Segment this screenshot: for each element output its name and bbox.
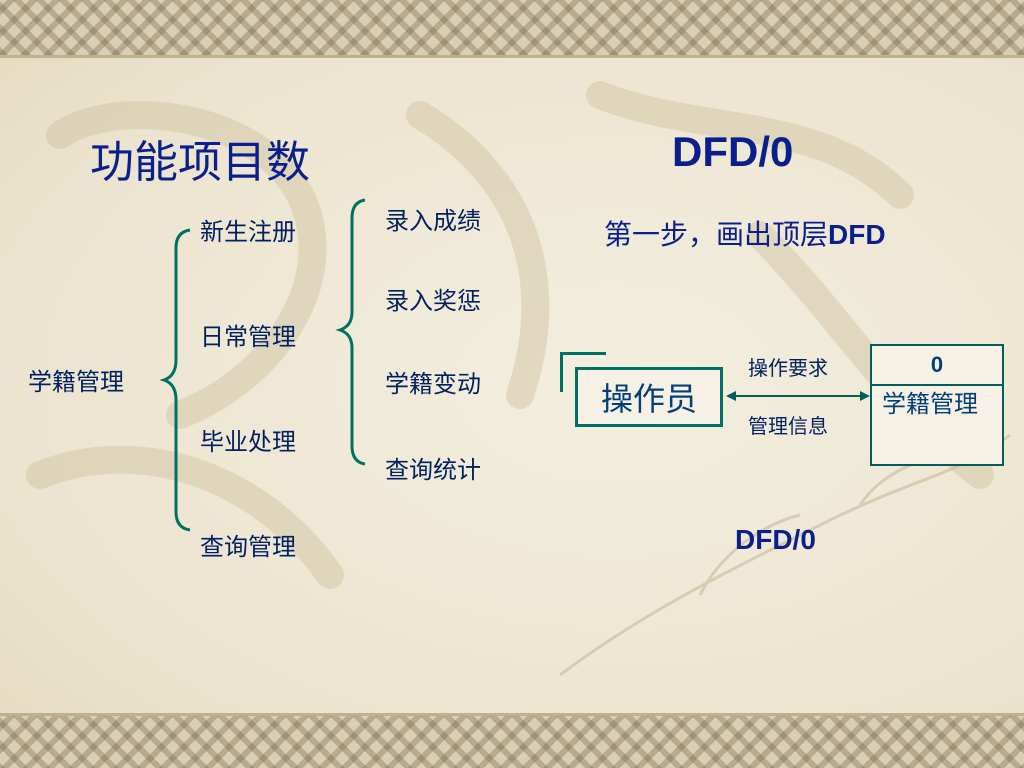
- subtitle-suffix: DFD: [828, 219, 886, 250]
- process-name: 学籍管理: [882, 390, 978, 418]
- decorative-border-bottom: [0, 713, 1024, 768]
- brace-level1: [159, 228, 191, 532]
- external-entity-shadow: [560, 352, 606, 392]
- tree-level2-item: 录入奖惩: [385, 287, 481, 315]
- process-box: 0 学籍管理: [870, 344, 1004, 466]
- diagram-caption: DFD/0: [735, 524, 816, 555]
- flow-arrowhead-left: [726, 391, 736, 401]
- title-function-count: 功能项目数: [90, 137, 310, 188]
- tree-root: 学籍管理: [28, 368, 124, 396]
- title-dfd0: DFD/0: [672, 128, 794, 175]
- tree-level2-item: 学籍变动: [385, 370, 481, 398]
- tree-level2-item: 录入成绩: [385, 207, 481, 235]
- flow-label-request: 操作要求: [748, 356, 828, 380]
- tree-level1-item: 查询管理: [200, 533, 296, 561]
- step-subtitle: 第一步，画出顶层DFD: [604, 213, 886, 253]
- tree-level1-item: 新生注册: [200, 218, 296, 246]
- tree-level2-item: 查询统计: [385, 456, 481, 484]
- subtitle-prefix: 第一步，画出顶层: [604, 218, 829, 251]
- external-entity-operator: 操作员: [575, 367, 723, 427]
- flow-label-info: 管理信息: [748, 414, 828, 438]
- process-id: 0: [872, 346, 1002, 386]
- tree-level1-item: 毕业处理: [200, 428, 296, 456]
- flow-arrowhead-right: [860, 391, 870, 401]
- external-entity-label: 操作员: [600, 380, 697, 418]
- tree-level1-item: 日常管理: [200, 323, 296, 351]
- decorative-border-top: [0, 0, 1024, 58]
- brace-level2: [335, 198, 366, 466]
